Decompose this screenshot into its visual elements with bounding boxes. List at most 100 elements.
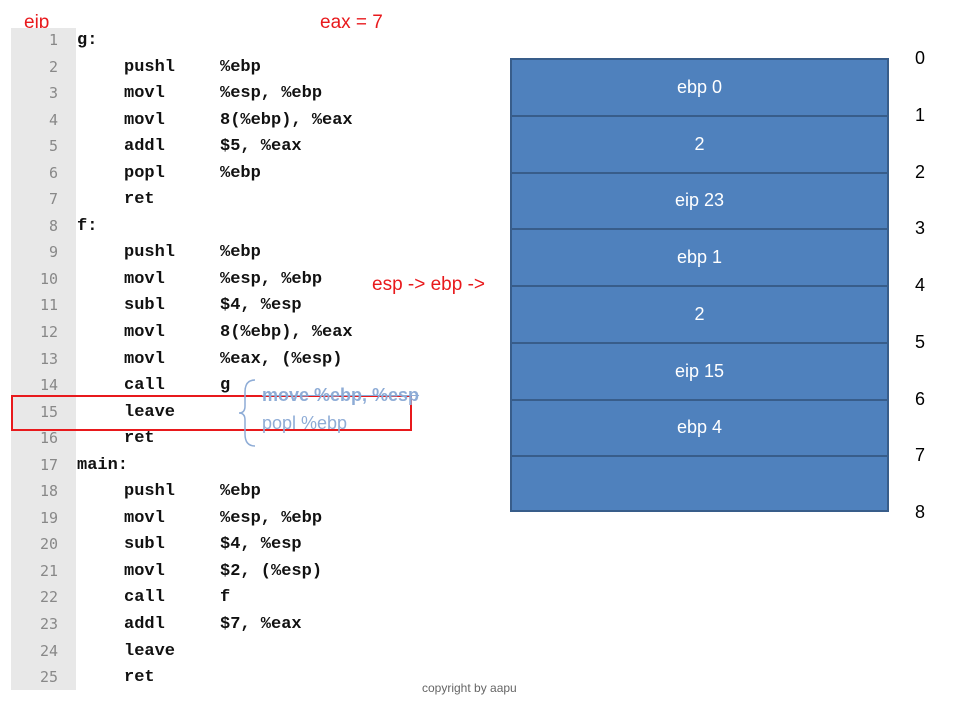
code-opcode: leave: [124, 402, 176, 422]
stack-cell: 2: [512, 287, 887, 344]
code-operands: $4, %esp: [220, 535, 302, 555]
line-number: 7: [48, 190, 58, 209]
code-line: 11 subl $4, %esp: [11, 293, 431, 320]
line-number: 2: [48, 57, 58, 76]
code-line: 20 subl $4, %esp: [11, 532, 431, 559]
stack-cell: ebp 4: [512, 401, 887, 458]
stack-cell: [512, 457, 887, 514]
code-opcode: call: [124, 376, 165, 396]
code-operands: 8(%ebp), %eax: [220, 323, 353, 343]
code-opcode: movl: [124, 110, 165, 130]
line-number: 18: [39, 482, 58, 501]
code-operands: $4, %esp: [220, 296, 302, 316]
code-line: 15 leave: [11, 400, 431, 427]
stack-cell: eip 15: [512, 344, 887, 401]
code-operands: %eax, (%esp): [220, 349, 343, 369]
leave-expansion-move: move %ebp, %esp: [262, 385, 420, 405]
line-number: 14: [39, 376, 58, 395]
line-number: 11: [39, 296, 58, 315]
code-opcode: movl: [124, 561, 165, 581]
stack-address: 1: [914, 104, 925, 125]
code-operands: %ebp: [220, 57, 261, 77]
curly-brace-icon: [238, 379, 256, 447]
line-number: 13: [39, 349, 58, 368]
line-number: 20: [39, 535, 58, 554]
line-number: 9: [48, 243, 58, 262]
eax-value-label: eax = 7: [320, 12, 383, 33]
stack-address: 4: [914, 275, 925, 295]
line-number: 12: [39, 323, 58, 342]
code-opcode: movl: [124, 269, 165, 289]
line-number-gutter: [11, 28, 76, 690]
code-opcode: ret: [124, 668, 155, 688]
eip-label: eip: [24, 12, 50, 33]
code-line: 1 g:: [11, 28, 431, 55]
code-opcode: subl: [124, 296, 165, 316]
code-label: main:: [77, 455, 129, 475]
copyright-text: copyright by aapu: [422, 681, 517, 695]
code-opcode: subl: [124, 535, 165, 555]
code-opcode: call: [124, 588, 165, 608]
code-opcode: ret: [124, 429, 155, 449]
line-number: 23: [39, 615, 58, 634]
line-number: 10: [39, 269, 58, 288]
line-number: 15: [39, 402, 58, 421]
code-line: 24 leave: [11, 639, 431, 666]
code-operands: $5, %eax: [220, 137, 302, 157]
code-operands: %ebp: [220, 243, 261, 263]
code-operands: %esp, %ebp: [220, 84, 323, 104]
stack-address: 8: [914, 502, 925, 522]
code-opcode: movl: [124, 84, 165, 104]
code-operands: %ebp: [220, 482, 261, 502]
code-line: 25 ret: [11, 665, 431, 692]
code-operands: %esp, %ebp: [220, 508, 323, 528]
code-opcode: movl: [124, 323, 165, 343]
stack-address: 2: [914, 161, 925, 182]
current-line-highlight: [11, 395, 412, 431]
code-line: 23 addl $7, %eax: [11, 612, 431, 639]
line-number: 16: [39, 429, 58, 448]
code-label: g:: [77, 31, 98, 50]
code-opcode: addl: [124, 615, 165, 635]
code-line: 18 pushl %ebp: [11, 479, 431, 506]
code-opcode: leave: [124, 641, 176, 661]
line-number: 6: [48, 163, 58, 182]
code-operands: $7, %eax: [220, 615, 302, 635]
line-number: 22: [39, 588, 58, 607]
line-number: 25: [39, 668, 58, 687]
code-operands: %ebp: [220, 163, 261, 183]
code-label: f:: [77, 216, 98, 236]
stack-cell: ebp 1: [512, 230, 887, 287]
stack-cell: eip 23: [512, 174, 887, 231]
line-number: 19: [39, 508, 58, 527]
code-line: 2 pushl %ebp: [11, 55, 431, 82]
code-line: 12 movl 8(%ebp), %eax: [11, 320, 431, 347]
line-number: 4: [48, 110, 58, 129]
line-number: 21: [39, 561, 58, 580]
code-opcode: pushl: [124, 482, 176, 502]
stack-address: 3: [914, 218, 925, 239]
code-opcode: addl: [124, 137, 165, 157]
line-number: 1: [48, 31, 58, 49]
stack-address: 7: [914, 445, 925, 466]
line-number: 24: [39, 641, 58, 660]
code-line: 19 movl %esp, %ebp: [11, 506, 431, 533]
code-opcode: movl: [124, 508, 165, 528]
stack-address: 0: [914, 48, 925, 68]
stack-cell: ebp 0: [512, 60, 887, 117]
code-operands: f: [220, 588, 231, 608]
code-opcode: pushl: [124, 57, 176, 77]
